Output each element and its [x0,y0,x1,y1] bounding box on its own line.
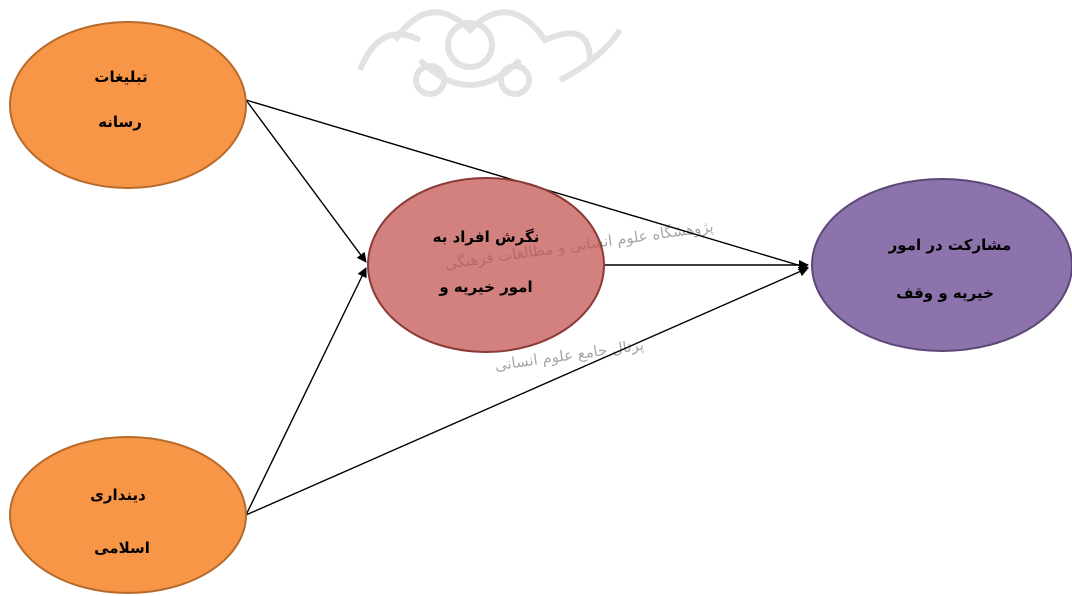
node-media-line1: تبلیغات [94,68,147,86]
node-media-line2: رسانه [98,113,142,131]
node-attitude-line1: نگرش افراد به [433,228,540,246]
edge-religiosity-to-participation [245,267,809,516]
node-media: تبلیغات رسانه [9,21,247,189]
node-religiosity-line2: اسلامی [94,539,150,557]
edge-media-to-attitude [245,99,367,263]
node-religiosity-line1: دینداری [90,486,146,504]
node-participation: مشارکت در امور خیریه و وقف [811,178,1072,352]
node-attitude-line2: امور خیریه و [438,278,532,296]
node-participation-line1: مشارکت در امور [888,236,1012,254]
watermark-emblem [357,9,623,97]
node-participation-line2: خیریه و وقف [896,284,994,302]
node-religiosity-shape [9,436,247,594]
node-attitude-shape [367,177,605,353]
node-attitude: نگرش افراد به امور خیریه و [367,177,605,353]
node-media-shape [9,21,247,189]
node-participation-shape [811,178,1072,352]
edge-religiosity-to-attitude [245,267,367,516]
node-religiosity: دینداری اسلامی [9,436,247,594]
